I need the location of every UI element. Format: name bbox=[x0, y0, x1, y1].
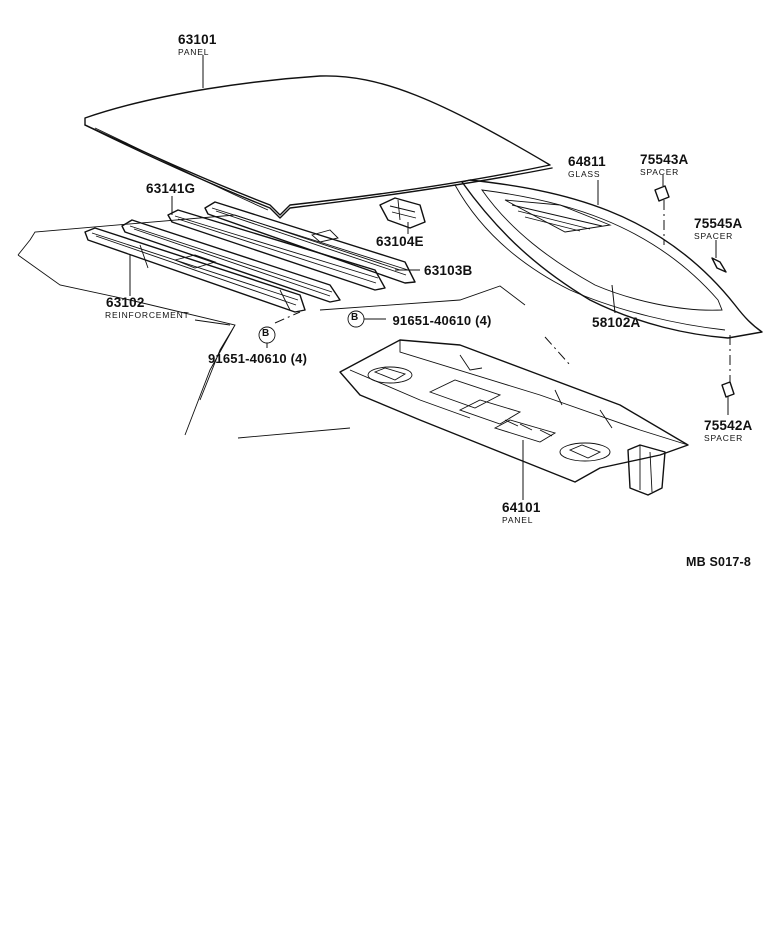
spacer-mid-drawing bbox=[711, 257, 727, 273]
part-number: 75542A bbox=[704, 418, 753, 433]
part-name: PANEL bbox=[178, 47, 210, 57]
part-number: 75543A bbox=[640, 152, 689, 167]
body-outline bbox=[17, 254, 526, 439]
spacer-low-drawing bbox=[721, 381, 735, 398]
label-75542A: 75542A SPACER bbox=[704, 418, 753, 443]
part-number: 63102 bbox=[106, 295, 145, 310]
part-number: 91651-40610 (4) bbox=[392, 313, 492, 328]
part-number: 63104E bbox=[376, 234, 424, 249]
label-75543A: 75543A SPACER bbox=[640, 152, 689, 177]
part-name: SPACER bbox=[640, 167, 680, 177]
roof-reinforcement-drawing bbox=[17, 201, 416, 313]
label-63102: 63102 REINFORCEMENT bbox=[105, 295, 190, 320]
part-name: GLASS bbox=[568, 169, 601, 179]
label-63141G: 63141G bbox=[146, 181, 195, 196]
part-name: REINFORCEMENT bbox=[105, 310, 190, 320]
label-bolt-right: B 91651-40610 (4) bbox=[349, 312, 492, 330]
part-number: 91651-40610 (4) bbox=[208, 351, 308, 366]
label-63101: 63101 PANEL bbox=[178, 32, 217, 57]
label-58102A: 58102A bbox=[592, 315, 641, 330]
marker-left-letter: B bbox=[262, 328, 270, 339]
leader-lines bbox=[129, 55, 731, 500]
part-name: SPACER bbox=[704, 433, 744, 443]
part-number: 63103B bbox=[424, 263, 473, 278]
label-75545A: 75545A SPACER bbox=[694, 216, 743, 241]
label-64101: 64101 PANEL bbox=[502, 500, 541, 525]
part-number: 64101 bbox=[502, 500, 541, 515]
package-tray-drawing bbox=[339, 339, 689, 496]
rear-glass-drawing bbox=[461, 179, 763, 339]
bracket-drawing bbox=[379, 197, 426, 229]
part-number: 63141G bbox=[146, 181, 196, 196]
part-number: 58102A bbox=[592, 315, 641, 330]
part-number: 63101 bbox=[178, 32, 217, 47]
part-number: 64811 bbox=[568, 154, 606, 169]
spacer-top-drawing bbox=[654, 185, 670, 202]
part-number: 75545A bbox=[694, 216, 743, 231]
marker-right-letter: B bbox=[351, 312, 359, 323]
part-name: PANEL bbox=[502, 515, 534, 525]
weatherstrip-drawing bbox=[454, 184, 726, 331]
label-63103B: 63103B bbox=[424, 263, 473, 278]
label-64811: 64811 GLASS bbox=[568, 154, 606, 179]
label-63104E: 63104E bbox=[376, 234, 424, 249]
roof-panel-drawing bbox=[84, 75, 553, 219]
part-name: SPACER bbox=[694, 231, 734, 241]
drawing-code: MB S017-8 bbox=[686, 555, 752, 569]
label-bolt-left: 91651-40610 (4) bbox=[208, 350, 307, 368]
